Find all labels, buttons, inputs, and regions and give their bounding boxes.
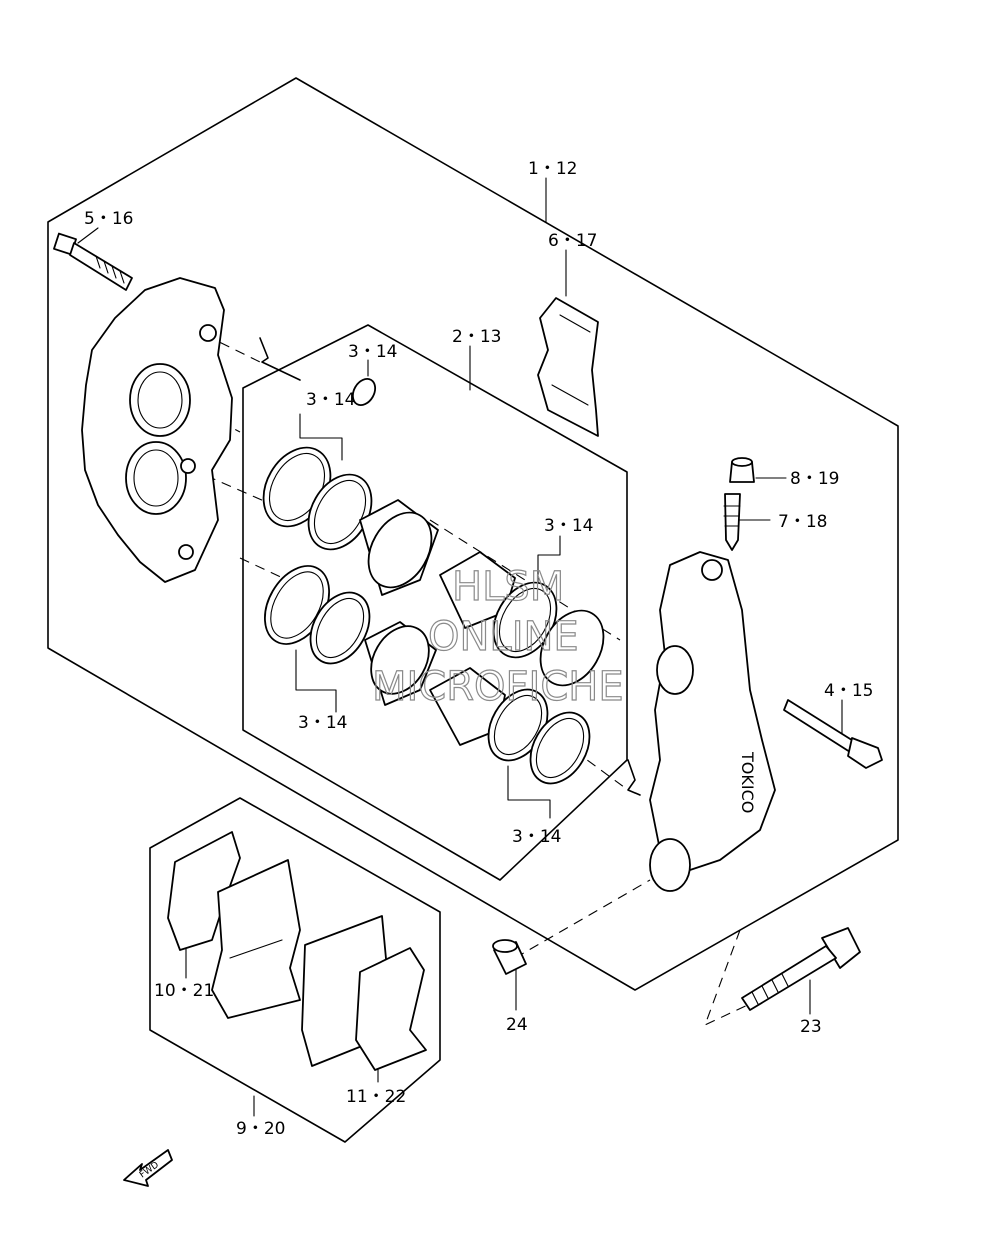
upper-seal-row (262, 377, 605, 687)
right-caliper-body: TOKICO (649, 551, 776, 892)
bleeder-valve-7-18 (723, 493, 741, 551)
brake-pad-11-22 (301, 915, 427, 1071)
label-3-14-d: 3・14 (298, 713, 347, 733)
part-labels: 1・12 5・16 6・17 2・13 3・14 3・14 3・14 3・14 … (84, 159, 873, 1139)
left-caliper-body (81, 277, 233, 583)
label-3-14-e: 3・14 (512, 827, 561, 847)
label-24: 24 (506, 1015, 528, 1035)
label-6-17: 6・17 (548, 231, 597, 251)
label-1-12: 1・12 (528, 159, 577, 179)
label-4-15: 4・15 (824, 681, 873, 701)
label-23: 23 (800, 1017, 822, 1037)
label-7-18: 7・18 (778, 512, 827, 532)
watermark-line-2: ONLINE (428, 614, 579, 660)
pad-pin-4-15 (783, 699, 883, 769)
bleeder-cap-8-19 (729, 457, 755, 483)
label-9-20: 9・20 (236, 1119, 285, 1139)
label-5-16: 5・16 (84, 209, 133, 229)
mounting-bolt-23 (741, 927, 861, 1011)
label-3-14-b: 3・14 (306, 390, 355, 410)
watermark-line-1: HLSM (452, 564, 564, 610)
spacer-24 (492, 939, 527, 975)
caliper-brand-text: TOKICO (738, 751, 757, 813)
caliper-assembly-outline (47, 77, 899, 991)
label-8-19: 8・19 (790, 469, 839, 489)
label-10-21: 10・21 (154, 981, 214, 1001)
fwd-arrow-icon: FWD (123, 1149, 173, 1187)
pad-spring-6-17 (537, 297, 599, 437)
label-2-13: 2・13 (452, 327, 501, 347)
label-3-14-c: 3・14 (544, 516, 593, 536)
seal-set-outline (242, 324, 628, 881)
lower-seal-row (264, 565, 591, 785)
watermark-line-3: MICROFICHE (372, 664, 624, 710)
bolt-5-16 (53, 232, 133, 291)
brake-pad-10-21 (167, 831, 301, 1019)
watermark: HLSM ONLINE MICROFICHE (371, 563, 624, 710)
label-11-22: 11・22 (346, 1087, 406, 1107)
label-3-14-a: 3・14 (348, 342, 397, 362)
pad-set-outline (149, 797, 441, 1143)
